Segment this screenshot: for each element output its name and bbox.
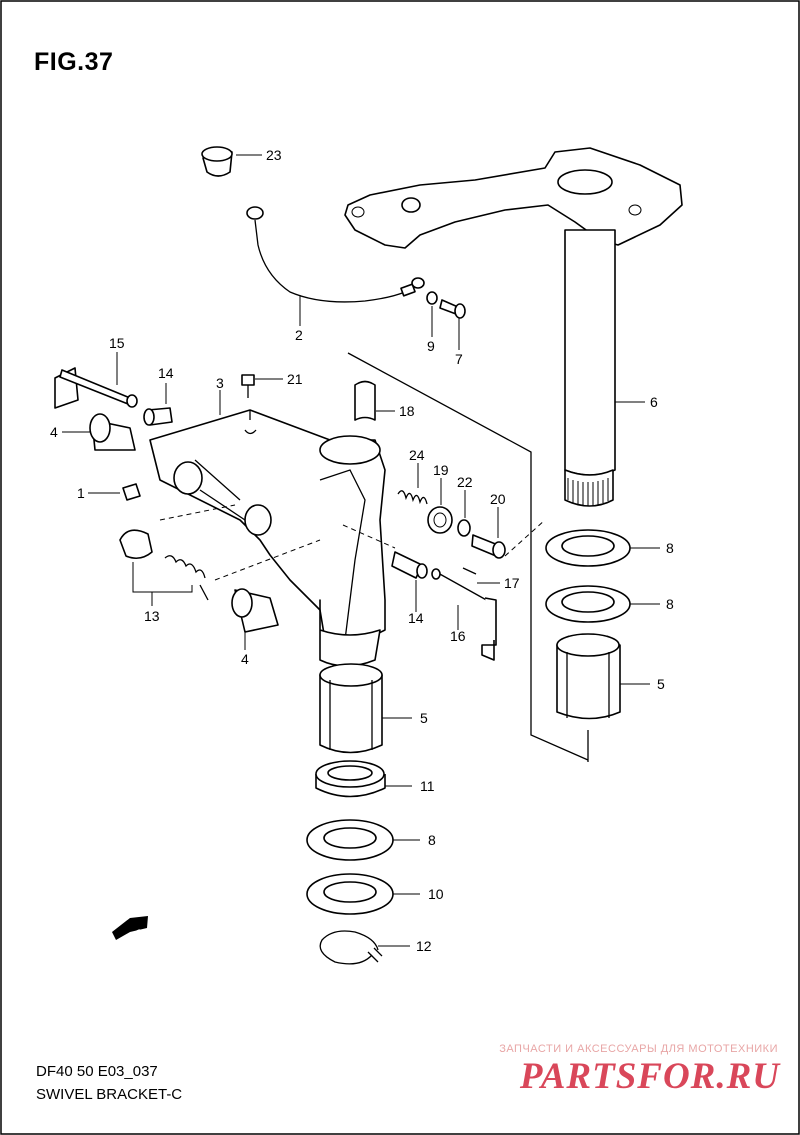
part-9-washer <box>426 291 438 305</box>
part-5-bushing-right <box>556 633 621 720</box>
part-19-knob <box>427 506 453 534</box>
part-3-swivel-bracket <box>149 409 386 667</box>
part-18-bushing <box>354 380 376 421</box>
callout-5-right: 5 <box>657 676 665 692</box>
part-4-bushing-lower <box>231 588 279 633</box>
callout-1: 1 <box>77 485 85 501</box>
callout-5-left: 5 <box>420 710 428 726</box>
fwd-arrow-icon: FWD <box>112 916 148 943</box>
callout-24: 24 <box>409 447 425 463</box>
callout-22: 22 <box>457 474 473 490</box>
callout-19: 19 <box>433 462 449 478</box>
part-14-bushing-lower <box>391 551 428 579</box>
callout-9: 9 <box>427 338 435 354</box>
callout-4-bottom: 4 <box>241 651 249 667</box>
callout-15: 15 <box>109 335 125 351</box>
part-12-snap-ring <box>319 930 383 965</box>
callout-20: 20 <box>490 491 506 507</box>
part-8-washer-2 <box>545 585 631 623</box>
part-21-bolt <box>241 374 255 398</box>
part-4-bushing <box>89 413 136 451</box>
callout-18: 18 <box>399 403 415 419</box>
part-6-steering-bracket <box>344 147 683 507</box>
callout-4-left: 4 <box>50 424 58 440</box>
figure-code: DF40 50 E03_037 <box>36 1063 158 1080</box>
part-8-washer-3 <box>306 819 394 861</box>
part-10-washer <box>306 873 394 915</box>
callout-16: 16 <box>450 628 466 644</box>
part-5-bushing <box>319 663 383 754</box>
watermark-tagline: ЗАПЧАСТИ И АКСЕССУАРЫ ДЛЯ МОТОТЕХНИКИ <box>499 1043 778 1055</box>
part-23-plug <box>201 146 233 177</box>
part-15-tilt-lock-pin <box>54 367 138 409</box>
callout-14-bottom: 14 <box>408 610 424 626</box>
part-8-washer <box>545 529 631 567</box>
callout-6: 6 <box>650 394 658 410</box>
part-16-lever <box>431 568 497 661</box>
callout-8-c: 8 <box>428 832 436 848</box>
callout-12: 12 <box>416 938 432 954</box>
callout-13: 13 <box>144 608 160 624</box>
callout-7: 7 <box>455 351 463 367</box>
part-24-spring <box>397 490 428 505</box>
callout-17: 17 <box>504 575 520 591</box>
figure-name: SWIVEL BRACKET-C <box>36 1086 183 1103</box>
part-1-grease-nipple <box>122 483 141 501</box>
callout-23: 23 <box>266 147 282 163</box>
part-2-ground-wire <box>246 206 425 303</box>
callout-2: 2 <box>295 327 303 343</box>
callout-8-b: 8 <box>666 596 674 612</box>
watermark-logo: PARTSFOR.RU <box>519 1056 780 1097</box>
part-17-clip <box>462 567 477 575</box>
part-20-bolt <box>471 534 506 559</box>
callout-3: 3 <box>216 375 224 391</box>
part-11-oil-seal <box>315 760 386 798</box>
figure-title: FIG.37 <box>34 48 114 76</box>
part-13-spring-set <box>119 529 209 601</box>
part-22-washer <box>457 519 471 537</box>
callout-8-a: 8 <box>666 540 674 556</box>
callout-10: 10 <box>428 886 444 902</box>
callout-11: 11 <box>420 778 435 794</box>
callout-14-top: 14 <box>158 365 174 381</box>
callout-21: 21 <box>287 371 303 387</box>
part-14-bushing <box>143 407 173 426</box>
part-7-bolt <box>439 299 466 319</box>
